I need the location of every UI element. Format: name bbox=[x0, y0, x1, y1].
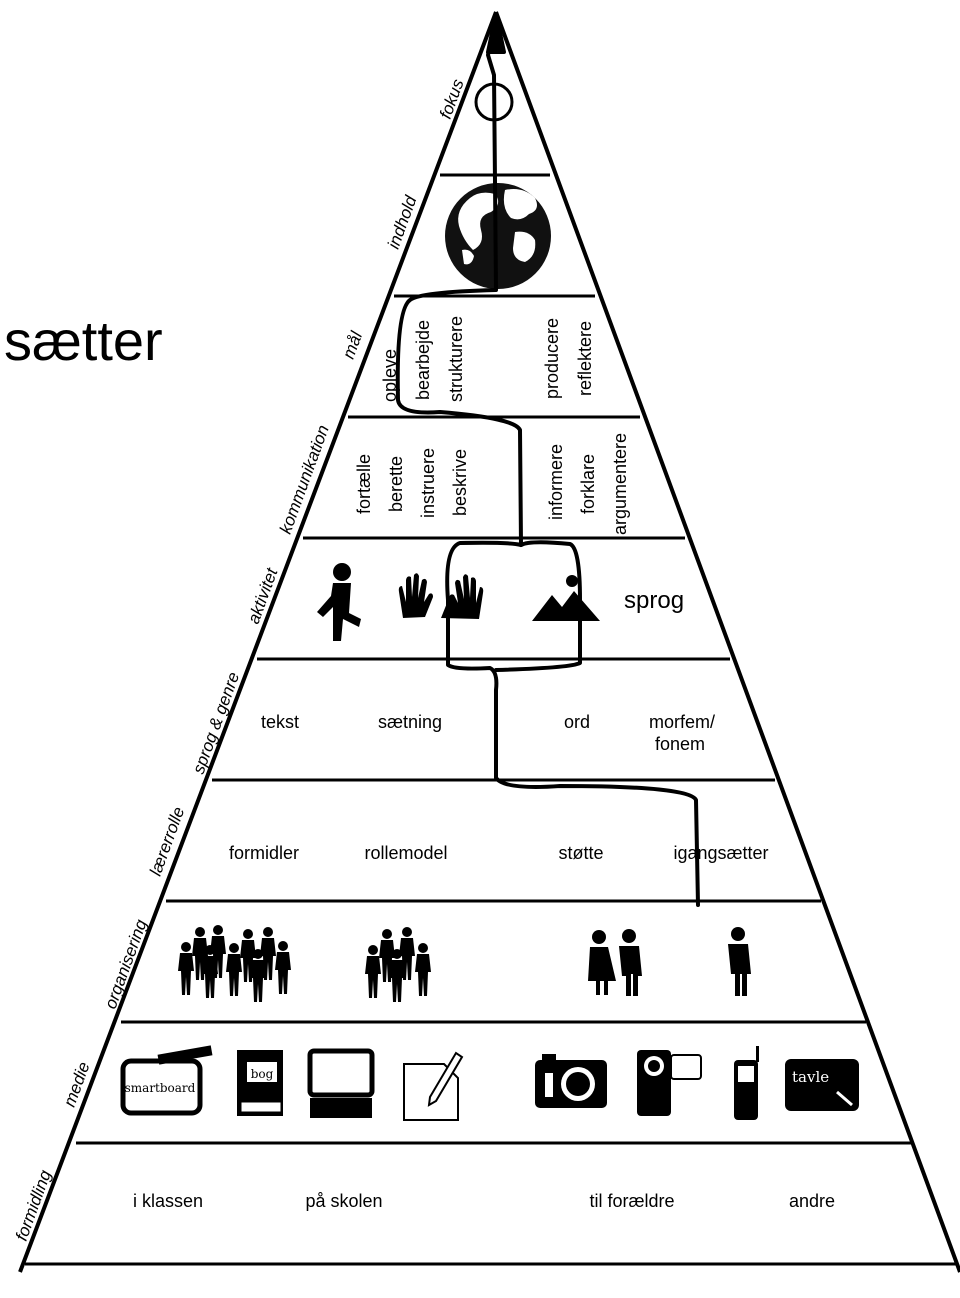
verb-producere: producere bbox=[542, 318, 562, 399]
globe-icon bbox=[445, 183, 551, 289]
picture-icon bbox=[532, 575, 600, 621]
item-stoette: støtte bbox=[558, 843, 603, 863]
maal-verbs: opleve bearbejde strukturere producere r… bbox=[380, 316, 595, 402]
verb-forklare: forklare bbox=[578, 454, 598, 514]
video-camera-icon bbox=[637, 1050, 702, 1116]
side-label-formidling: formidling bbox=[12, 1167, 55, 1243]
item-tekst: tekst bbox=[261, 712, 299, 732]
item-til-foraeldre: til forældre bbox=[589, 1191, 674, 1211]
side-label-medie: medie bbox=[60, 1059, 94, 1109]
item-andre: andre bbox=[789, 1191, 835, 1211]
item-ord: ord bbox=[564, 712, 590, 732]
verb-informere: informere bbox=[546, 444, 566, 520]
smartboard-label: smartboard bbox=[125, 1081, 196, 1095]
side-label-sprog-genre: sprog & genre bbox=[189, 670, 243, 777]
verb-opleve: opleve bbox=[380, 349, 400, 402]
verb-bearbejde: bearbejde bbox=[413, 320, 433, 400]
pair-icon bbox=[588, 929, 642, 996]
paper-pencil-icon bbox=[403, 1051, 464, 1121]
sprog-text: sprog bbox=[624, 587, 684, 614]
laererrolle-items: formidler rollemodel støtte igangsætter bbox=[229, 843, 769, 863]
small-group-icon bbox=[365, 927, 431, 1002]
side-label-maal: mål bbox=[339, 328, 367, 361]
camera-icon bbox=[535, 1054, 607, 1108]
book-icon: bog bbox=[237, 1050, 283, 1116]
verb-argumentere: argumentere bbox=[610, 433, 630, 535]
verb-berette: berette bbox=[386, 456, 406, 512]
formidling-items: i klassen på skolen til forældre andre bbox=[133, 1191, 835, 1211]
item-igangsaetter: igangsætter bbox=[673, 843, 768, 863]
item-formidler: formidler bbox=[229, 843, 299, 863]
book-label: bog bbox=[251, 1067, 274, 1081]
verb-strukturere: strukturere bbox=[446, 316, 466, 402]
item-i-klassen: i klassen bbox=[133, 1191, 203, 1211]
computer-icon bbox=[307, 1048, 375, 1118]
sprog-genre-items: tekst sætning ord morfem/ fonem bbox=[261, 712, 715, 754]
blackboard-label: tavle bbox=[792, 1068, 829, 1086]
blackboard-icon: tavle bbox=[785, 1059, 859, 1111]
smartboard-icon: smartboard bbox=[120, 1045, 213, 1116]
kommunikation-verbs: fortælle berette instruere beskrive info… bbox=[354, 433, 630, 535]
large-group-icon bbox=[178, 925, 291, 1002]
hands-icon bbox=[398, 573, 484, 619]
item-saetning: sætning bbox=[378, 712, 442, 732]
item-paa-skolen: på skolen bbox=[305, 1191, 382, 1211]
verb-reflektere: reflektere bbox=[575, 321, 595, 396]
mobile-phone-icon bbox=[734, 1046, 759, 1120]
verb-instruere: instruere bbox=[418, 448, 438, 518]
running-person-icon bbox=[317, 563, 361, 641]
verb-beskrive: beskrive bbox=[450, 449, 470, 516]
learning-path-line bbox=[395, 12, 700, 907]
verb-fortaelle: fortælle bbox=[354, 454, 374, 514]
item-morfem: morfem/ bbox=[649, 712, 715, 732]
item-fonem: fonem bbox=[655, 734, 705, 754]
headline-text: sætter bbox=[4, 309, 163, 372]
single-person-icon bbox=[728, 927, 751, 996]
item-rollemodel: rollemodel bbox=[364, 843, 447, 863]
